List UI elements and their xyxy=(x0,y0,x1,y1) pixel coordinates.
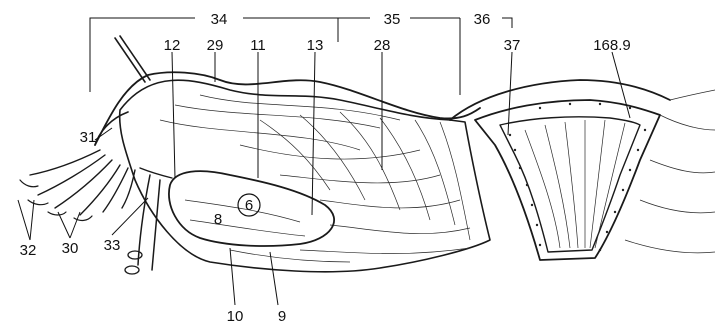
top-brackets xyxy=(90,18,512,95)
label-29: 29 xyxy=(207,37,224,54)
label-34: 34 xyxy=(211,11,228,28)
uterus-section xyxy=(450,80,715,260)
label-12: 12 xyxy=(164,37,181,54)
label-10: 10 xyxy=(227,308,244,325)
label-9: 9 xyxy=(278,308,286,325)
label-37: 37 xyxy=(504,37,521,54)
label-35: 35 xyxy=(384,11,401,28)
label-33: 33 xyxy=(104,237,121,254)
label-8: 8 xyxy=(214,211,222,228)
label-31: 31 xyxy=(80,129,97,146)
label-11: 11 xyxy=(250,37,266,54)
label-32: 32 xyxy=(20,242,37,259)
label-168-9: 168.9 xyxy=(593,37,631,54)
suspension-string xyxy=(115,36,150,82)
leader-lines xyxy=(18,52,630,305)
label-36: 36 xyxy=(474,11,491,28)
label-30: 30 xyxy=(62,240,79,257)
label-28: 28 xyxy=(374,37,391,54)
label-6: 6 xyxy=(245,197,253,214)
label-13: 13 xyxy=(307,37,324,54)
